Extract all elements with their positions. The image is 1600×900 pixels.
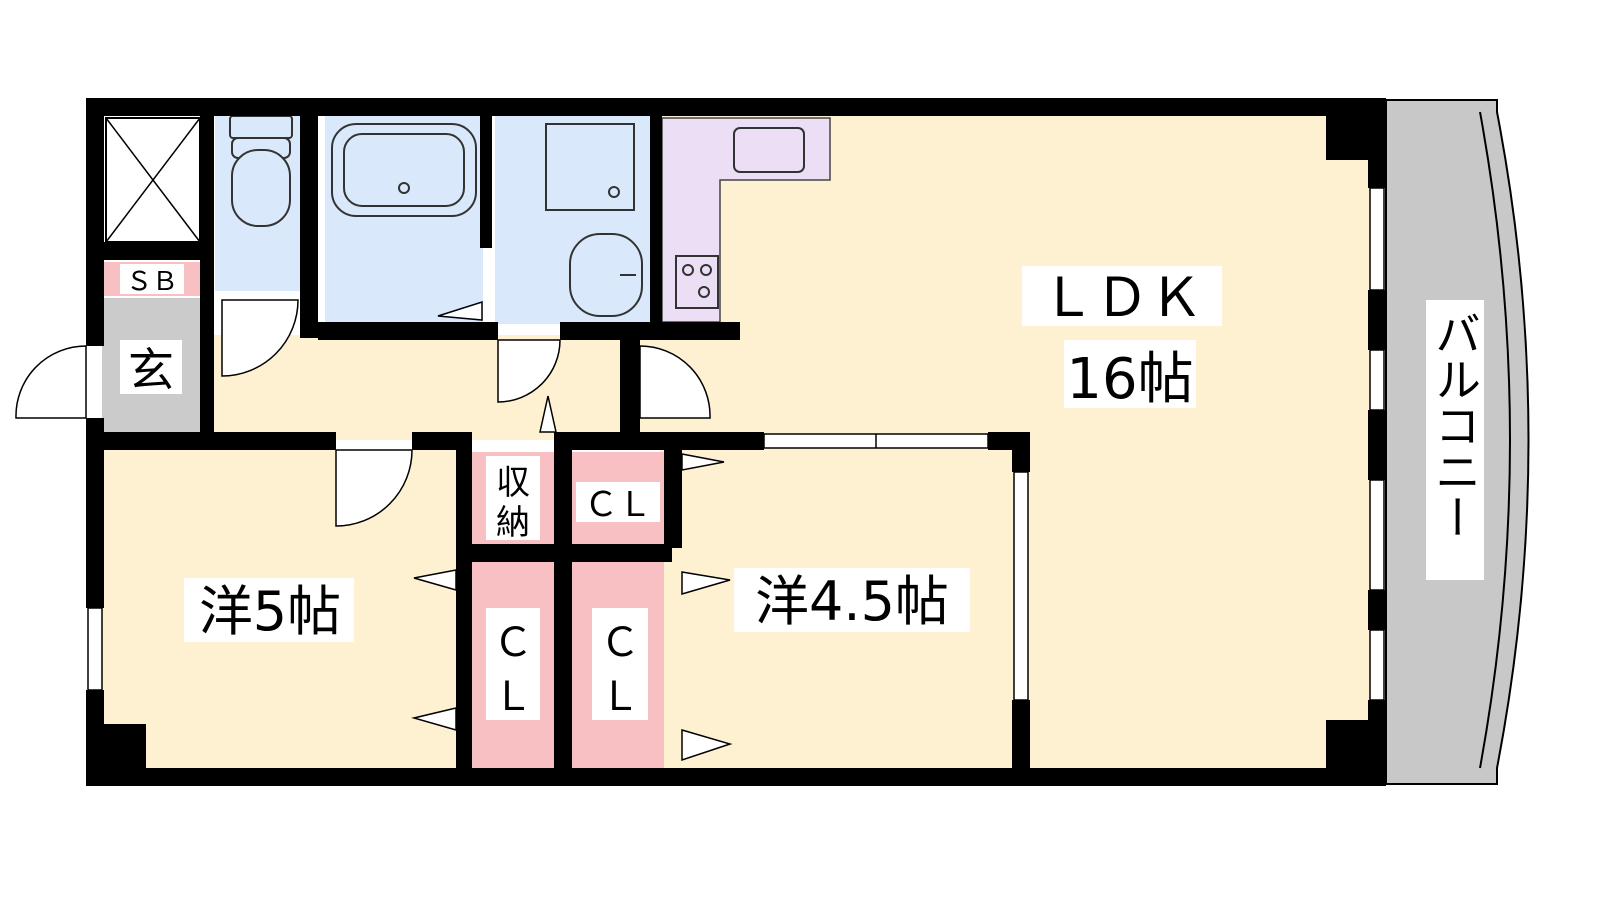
ldk-size-label: 16帖 <box>1066 347 1193 412</box>
closet-door-marks <box>411 300 733 762</box>
stove-fixture <box>675 255 719 309</box>
doors <box>15 299 711 527</box>
hallway-floor <box>210 335 660 440</box>
storage-label-line1: 収 <box>496 463 530 503</box>
bathtub-fixture <box>331 123 477 217</box>
balcony-label-bg <box>1426 300 1484 580</box>
washroom-fixtures <box>545 123 643 317</box>
closet-small-label-bg <box>576 482 660 522</box>
western-a-label-bg <box>184 578 354 642</box>
closet-b-label-line1: Ｃ <box>600 620 640 666</box>
ldk-size-bg <box>1064 340 1196 408</box>
entrance-label: 玄 <box>128 343 174 397</box>
balcony-label: バルコニー <box>1428 310 1482 540</box>
closet-a-label-bg <box>486 608 540 720</box>
closet-a-label-line1: Ｃ <box>493 620 533 666</box>
western-b-label-bg <box>734 568 970 632</box>
kitchen-sink <box>733 127 805 173</box>
shoe-box-label: ＳＢ <box>126 267 178 297</box>
shoe-box-label-bg <box>120 264 184 294</box>
pipe-shaft-cross-2 <box>105 117 201 243</box>
western-room-b-label: 洋4.5帖 <box>755 570 949 633</box>
closet-a-label-line2: Ｌ <box>493 674 533 720</box>
storage-label-bg <box>486 456 540 540</box>
balcony-rail <box>1479 111 1511 769</box>
entrance-label-bg <box>120 340 182 394</box>
ldk-label: ＬＤＫ <box>1041 266 1203 329</box>
toilet-fixture <box>229 115 293 227</box>
closet-b-label-bg <box>592 608 648 720</box>
ldk-label-bg <box>1022 266 1222 326</box>
closet-b-label-line2: Ｌ <box>600 674 640 720</box>
storage-label-line2: 納 <box>496 503 530 543</box>
closet-small-label: ＣＬ <box>584 485 652 525</box>
walls <box>86 98 1386 786</box>
western-room-a-label: 洋5帖 <box>199 580 341 643</box>
